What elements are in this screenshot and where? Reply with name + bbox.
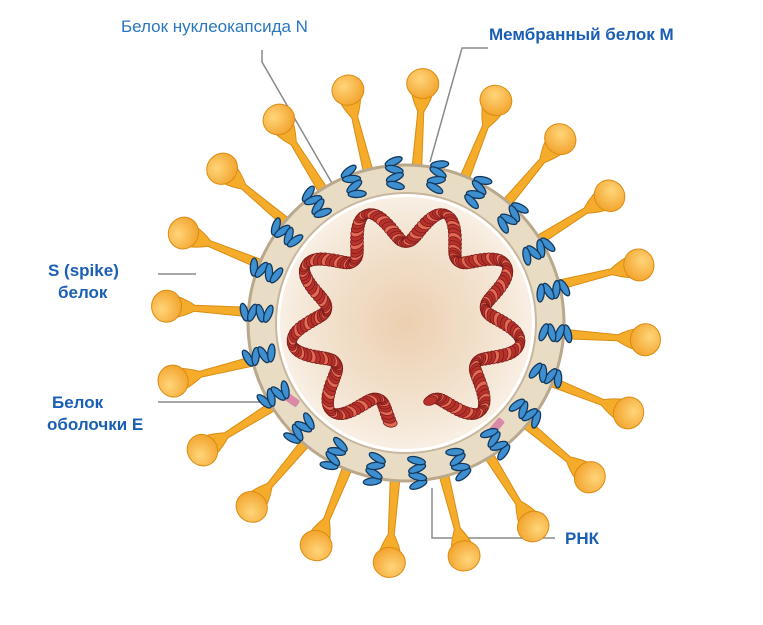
spike-protein-icon bbox=[549, 248, 655, 293]
leader-lines bbox=[158, 47, 555, 539]
leader-line-membrane bbox=[429, 47, 488, 163]
membrane-protein-icon bbox=[407, 455, 428, 490]
membrane-protein-icon bbox=[362, 451, 386, 486]
membrane-protein-icon bbox=[426, 160, 450, 195]
membrane-protein-icon bbox=[249, 257, 284, 284]
membrane-protein-icon bbox=[384, 156, 405, 191]
label-spike-line2: белок bbox=[58, 283, 108, 302]
leader-line-rna bbox=[431, 488, 555, 539]
spike-protein-icon bbox=[542, 373, 645, 430]
membrane-protein-icon bbox=[340, 164, 367, 199]
spike-protein-icon bbox=[456, 84, 513, 187]
membrane-protein-icon bbox=[464, 175, 493, 210]
spike-protein-icon bbox=[529, 179, 626, 249]
label-membrane-protein: Мембранный белок M bbox=[489, 25, 674, 44]
membrane-protein-group bbox=[239, 156, 573, 490]
spike-protein-icon bbox=[497, 123, 577, 213]
spike-protein-icon bbox=[480, 446, 550, 543]
membrane-protein-icon bbox=[241, 343, 276, 367]
membrane-protein-icon bbox=[283, 412, 315, 444]
spike-protein-icon bbox=[151, 289, 258, 323]
membrane-protein-icon bbox=[270, 217, 304, 248]
label-spike-protein: S (spike) белок bbox=[48, 260, 119, 304]
membrane-protein-icon bbox=[319, 436, 348, 471]
spike-protein-icon bbox=[436, 466, 481, 572]
label-envelope-line1: Белок bbox=[52, 393, 104, 412]
membrane-protein-icon bbox=[508, 398, 542, 429]
spike-protein-icon bbox=[516, 414, 606, 494]
spike-protein-icon bbox=[262, 103, 332, 200]
spike-protein-icon bbox=[206, 152, 296, 232]
membrane-protein-icon bbox=[301, 185, 333, 219]
label-envelope-line2: оболочки E bbox=[47, 415, 144, 434]
label-spike-line1: S (spike) bbox=[48, 261, 119, 280]
membrane-protein-icon bbox=[522, 237, 556, 266]
membrane-protein-icon bbox=[239, 302, 274, 323]
membrane-protein-icon bbox=[528, 362, 563, 389]
label-rna: РНК bbox=[565, 529, 599, 548]
spike-protein-group bbox=[151, 68, 661, 578]
spike-protein-icon bbox=[186, 397, 283, 467]
spike-protein-icon bbox=[372, 471, 406, 578]
spike-protein-icon bbox=[554, 323, 661, 357]
spike-protein-icon bbox=[167, 216, 270, 273]
membrane-protein-icon bbox=[497, 202, 529, 234]
spike-protein-icon bbox=[331, 74, 376, 180]
membrane-protein-icon bbox=[479, 427, 511, 461]
membrane-protein-icon bbox=[538, 323, 573, 344]
spike-protein-icon bbox=[157, 353, 263, 398]
spike-protein-icon bbox=[235, 433, 315, 523]
membrane-protein-icon bbox=[256, 380, 290, 409]
spike-protein-icon bbox=[299, 459, 356, 562]
rna-strand-icon bbox=[286, 208, 526, 428]
membrane-protein-icon bbox=[536, 279, 571, 303]
spike-protein-icon bbox=[406, 68, 440, 175]
label-envelope-protein: Белок оболочки E bbox=[47, 392, 143, 436]
leader-line-nucleocapsid bbox=[261, 50, 363, 236]
membrane-protein-icon bbox=[445, 447, 472, 482]
label-nucleocapsid-protein: Белок нуклеокапсида N bbox=[121, 17, 308, 36]
